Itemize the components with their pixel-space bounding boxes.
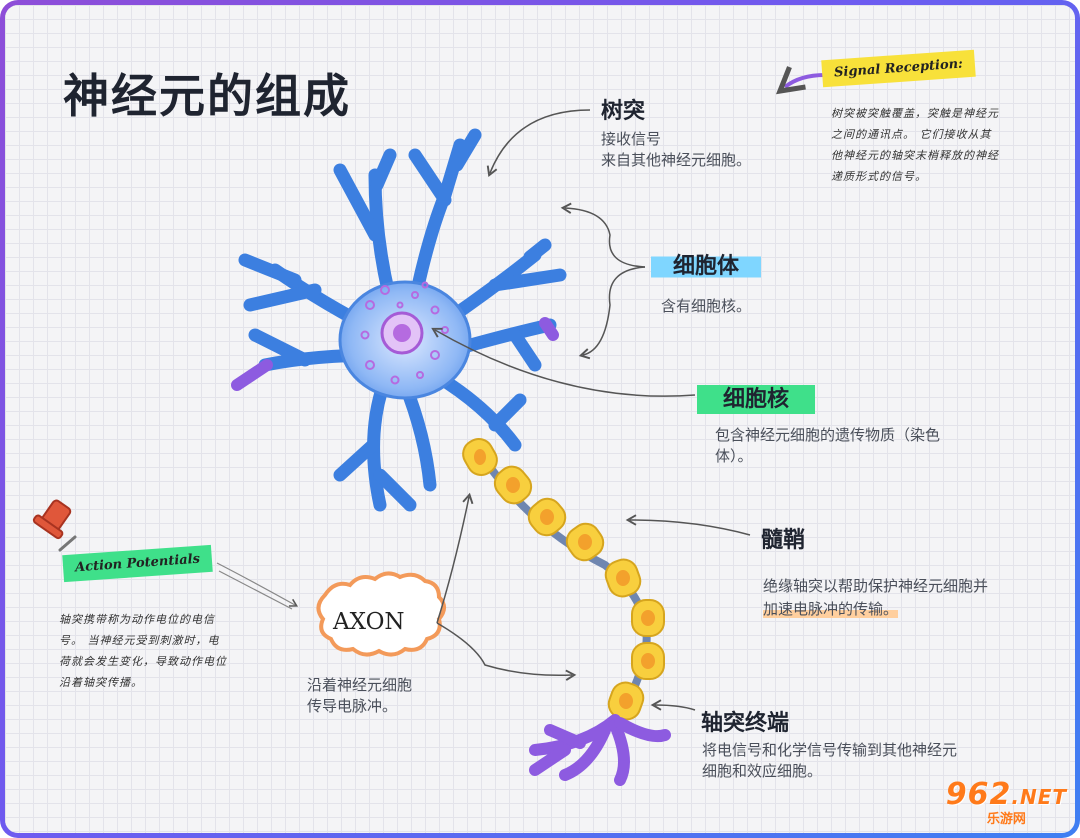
myelin-desc-2-text: 加速电脉冲的传输。 [763,600,899,618]
grid-background [5,5,1075,833]
signal-note-line: 之间的通讯点。 它们接收从其 [831,128,992,141]
signal-note-line: 树突被突触覆盖，突触是神经元 [831,107,999,120]
action-potentials-note: 轴突携带称为动作电位的电信 号。 当神经元受到刺激时，电 荷就会发生变化，导致动… [59,609,227,693]
action-note-line: 荷就会发生变化，导致动作电位 [59,655,227,668]
axon-desc-2: 传导电脉冲。 [307,697,398,715]
action-note-line: 沿着轴突传播。 [59,676,143,689]
neuron-illustration [32,66,826,786]
axon-title: AXON [333,609,405,635]
action-note-line: 号。 当神经元受到刺激时，电 [59,634,220,647]
axon-terminal-shape [529,714,671,786]
myelin-desc-1: 绝缘轴突以帮助保护神经元细胞并 [763,577,989,595]
axon-cloud [316,571,446,657]
myelin-sheath [462,438,665,721]
cell-body-desc: 含有细胞核。 [661,297,752,315]
page-title: 神经元的组成 [63,69,351,123]
cell-body-title: 细胞体 [651,248,762,281]
signal-note-line: 他神经元的轴突末梢释放的神经 [831,149,999,162]
nucleus-desc-1: 包含神经元细胞的遗传物质（染色 [715,426,941,444]
watermark-subtitle: 乐游网 [986,812,1026,827]
watermark-num-text: 962 [945,777,1012,812]
nucleus-title: 细胞核 [697,381,816,414]
signal-reception-note: 树突被突触覆盖，突触是神经元 之间的通讯点。 它们接收从其 他神经元的轴突末梢释… [831,103,999,187]
terminal-desc-2: 细胞和效应细胞。 [702,762,823,780]
terminal-desc-1: 将电信号和化学信号传输到其他神经元 [702,741,958,759]
pushpin-icon [32,499,77,552]
dendrite-title: 树突 [601,99,646,124]
watermark-number: 962.NET [946,777,1067,812]
watermark-suffix-text: .NET [1011,785,1067,809]
myelin-desc-2: 加速电脉冲的传输。 [763,599,899,620]
connector-lines [216,66,826,711]
action-note-line: 轴突携带称为动作电位的电信 [59,613,215,626]
terminal-title: 轴突终端 [701,711,790,736]
cell-body-title-text: 细胞体 [651,252,762,281]
axon-desc-1: 沿着神经元细胞 [307,676,413,694]
dendrites [231,128,567,512]
nucleus-title-text: 细胞核 [697,385,816,414]
signal-note-line: 递质形式的信号。 [831,170,927,183]
nucleus-shape [380,311,424,355]
watermark-logo: 962.NET 乐游网 [946,777,1067,827]
dendrite-desc-1: 接收信号 [601,130,662,148]
nucleus-desc-2: 体）。 [715,447,753,465]
dendrite-desc-2: 来自其他神经元细胞。 [601,151,752,169]
myelin-title: 髓鞘 [761,528,806,553]
